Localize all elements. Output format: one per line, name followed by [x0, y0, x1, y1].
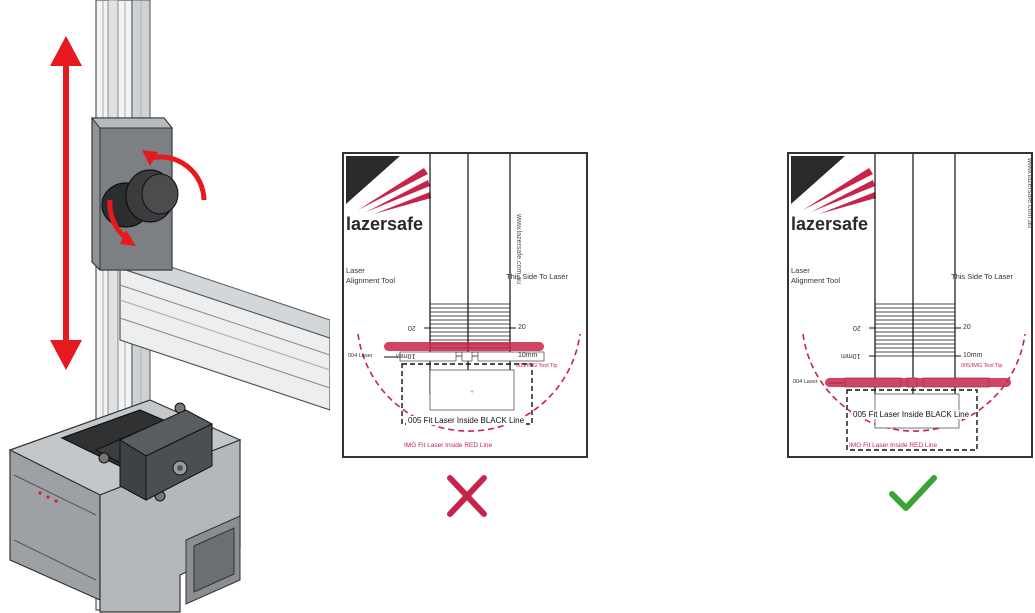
- tick-10mm-left: 10mm: [396, 352, 416, 359]
- cross-icon: [447, 475, 487, 517]
- laser-line: [825, 378, 1011, 387]
- tool-title-line1: Laser: [791, 266, 810, 275]
- brand-logo-text: lazersafe: [346, 214, 424, 234]
- tick-20-right: 20: [518, 324, 526, 331]
- tick-10mm-right: 10mm: [518, 352, 538, 359]
- alignment-tool-diagram: +: [346, 154, 581, 432]
- black-line-label: 005 Fit Laser Inside BLACK Line: [851, 410, 972, 419]
- website-text: www.lazersafe.com.au: [1026, 158, 1033, 229]
- tick-10mm-left: 10mm: [841, 352, 861, 359]
- brand-logo-text: lazersafe: [791, 214, 869, 234]
- lazersafe-logo: [791, 156, 876, 214]
- red-line-label: IMG Fit Laser Inside RED Line: [849, 442, 938, 449]
- laser-label: 004 Laser: [793, 379, 818, 385]
- tick-20-right: 20: [963, 324, 971, 331]
- tool-tip-label: 005/IMG Tool Tip: [961, 363, 1003, 369]
- tool-tip-label: 005/IMG Tool Tip: [516, 363, 558, 369]
- tick-20-left: 20: [408, 324, 416, 331]
- svg-text:+: +: [470, 389, 474, 396]
- vertical-adjust-arrow: [50, 36, 82, 370]
- side-label: This Side To Laser: [506, 272, 568, 281]
- laser-mount-illustration: [8, 0, 330, 613]
- alignment-card-incorrect: + lazersafe www.lazersafe.com.au Laser A…: [342, 152, 588, 458]
- alignment-card-correct: + lazersafe www.lazersafe.com.au Laser A…: [787, 152, 1033, 458]
- red-line-label: IMG Fit Laser Inside RED Line: [404, 442, 493, 449]
- tool-title-line1: Laser: [346, 266, 365, 275]
- black-line-label: 005 Fit Laser Inside BLACK Line: [406, 416, 527, 425]
- knob-rotation-arrow: [107, 150, 207, 246]
- tool-title-line2: Alignment Tool: [346, 276, 396, 285]
- laser-line: [384, 342, 544, 351]
- side-label: This Side To Laser: [951, 272, 1013, 281]
- tick-10mm-right: 10mm: [963, 352, 983, 359]
- tool-title-line2: Alignment Tool: [791, 276, 841, 285]
- tick-20-left: 20: [853, 324, 861, 331]
- check-icon: [889, 475, 937, 511]
- laser-label: 004 Laser: [348, 353, 373, 359]
- lazersafe-logo: [346, 156, 431, 214]
